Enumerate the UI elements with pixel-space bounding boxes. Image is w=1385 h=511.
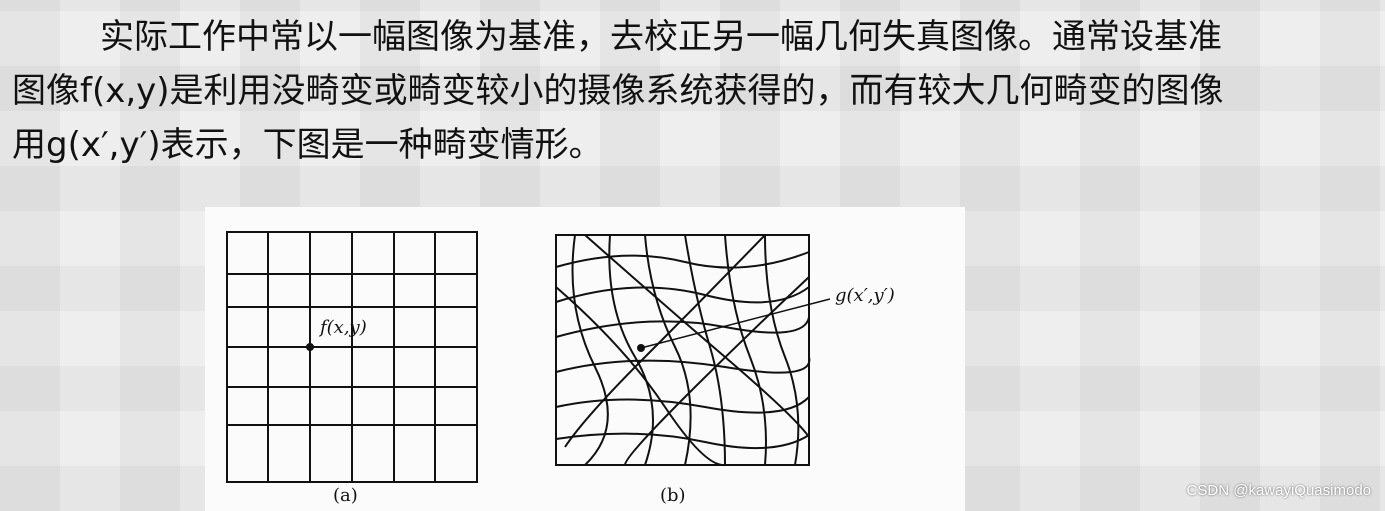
distorted-grid <box>555 234 811 467</box>
grid-point-label: f(x,y) <box>320 317 367 338</box>
distorted-point-label: g(x′,y′) <box>835 285 895 306</box>
leader-line <box>640 298 831 349</box>
figure-drawing <box>226 231 831 483</box>
caption-a: (a) <box>333 485 358 506</box>
watermark: CSDN @kawayiQuasimodo <box>1186 482 1371 499</box>
regular-grid <box>226 231 478 483</box>
body-paragraph: 实际工作中常以一幅图像为基准，去校正另一幅几何失真图像。通常设基准 图像f(x,… <box>12 10 1377 172</box>
paragraph-line-2: 图像f(x,y)是利用没畸变或畸变较小的摄像系统获得的，而有较大几何畸变的图像 <box>12 71 1224 111</box>
distortion-figure: f(x,y) g(x′,y′) (a) (b) <box>205 207 965 511</box>
paragraph-line-3: 用g(x′,y′)表示，下图是一种畸变情形。 <box>12 125 603 165</box>
grid-point-marker <box>306 343 314 351</box>
caption-b: (b) <box>660 485 686 506</box>
paragraph-line-1: 实际工作中常以一幅图像为基准，去校正另一幅几何失真图像。通常设基准 <box>100 17 1222 57</box>
